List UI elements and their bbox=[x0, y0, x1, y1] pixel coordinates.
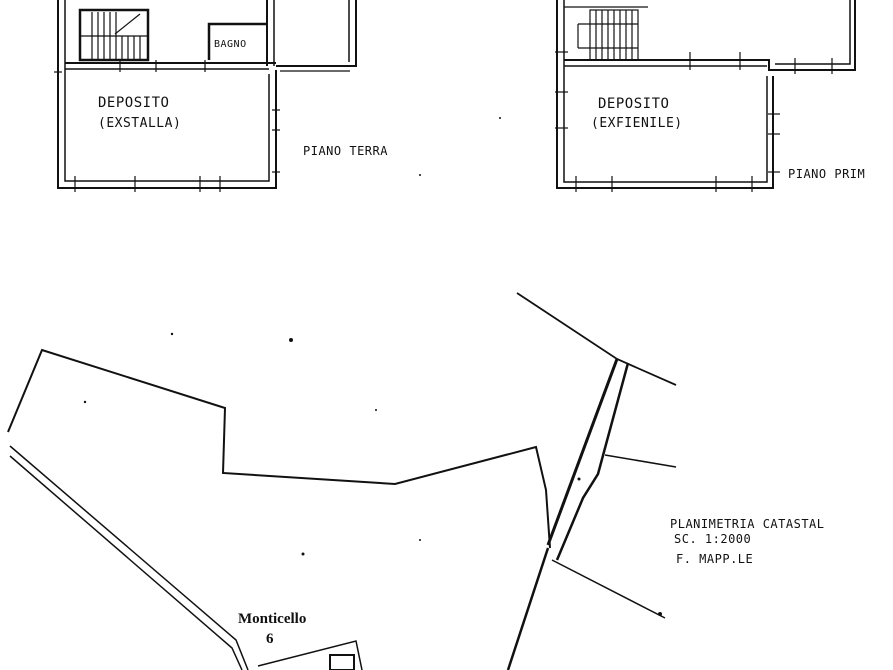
ground-floor-label: PIANO TERRA bbox=[303, 144, 388, 158]
cadastral-map bbox=[7, 292, 677, 670]
cadastral-scale: SC. 1:2000 bbox=[674, 532, 751, 546]
first-room-sublabel: (EXFIENILE) bbox=[591, 116, 683, 131]
locality-number: 6 bbox=[266, 631, 274, 647]
bathroom-label: BAGNO bbox=[214, 39, 247, 50]
map-specks bbox=[83, 117, 662, 616]
first-floor-plan bbox=[555, 0, 856, 192]
locality-name: Monticello bbox=[238, 611, 306, 627]
ground-floor-plan bbox=[54, 0, 357, 192]
cadastral-title: PLANIMETRIA CATASTAL bbox=[670, 517, 825, 531]
first-floor-label: PIANO PRIM bbox=[788, 167, 865, 181]
ground-room-sublabel: (EXSTALLA) bbox=[98, 116, 181, 131]
ground-room-label: DEPOSITO bbox=[98, 95, 169, 111]
first-room-label: DEPOSITO bbox=[598, 96, 669, 112]
cadastral-sheet: F. MAPP.LE bbox=[676, 552, 753, 566]
